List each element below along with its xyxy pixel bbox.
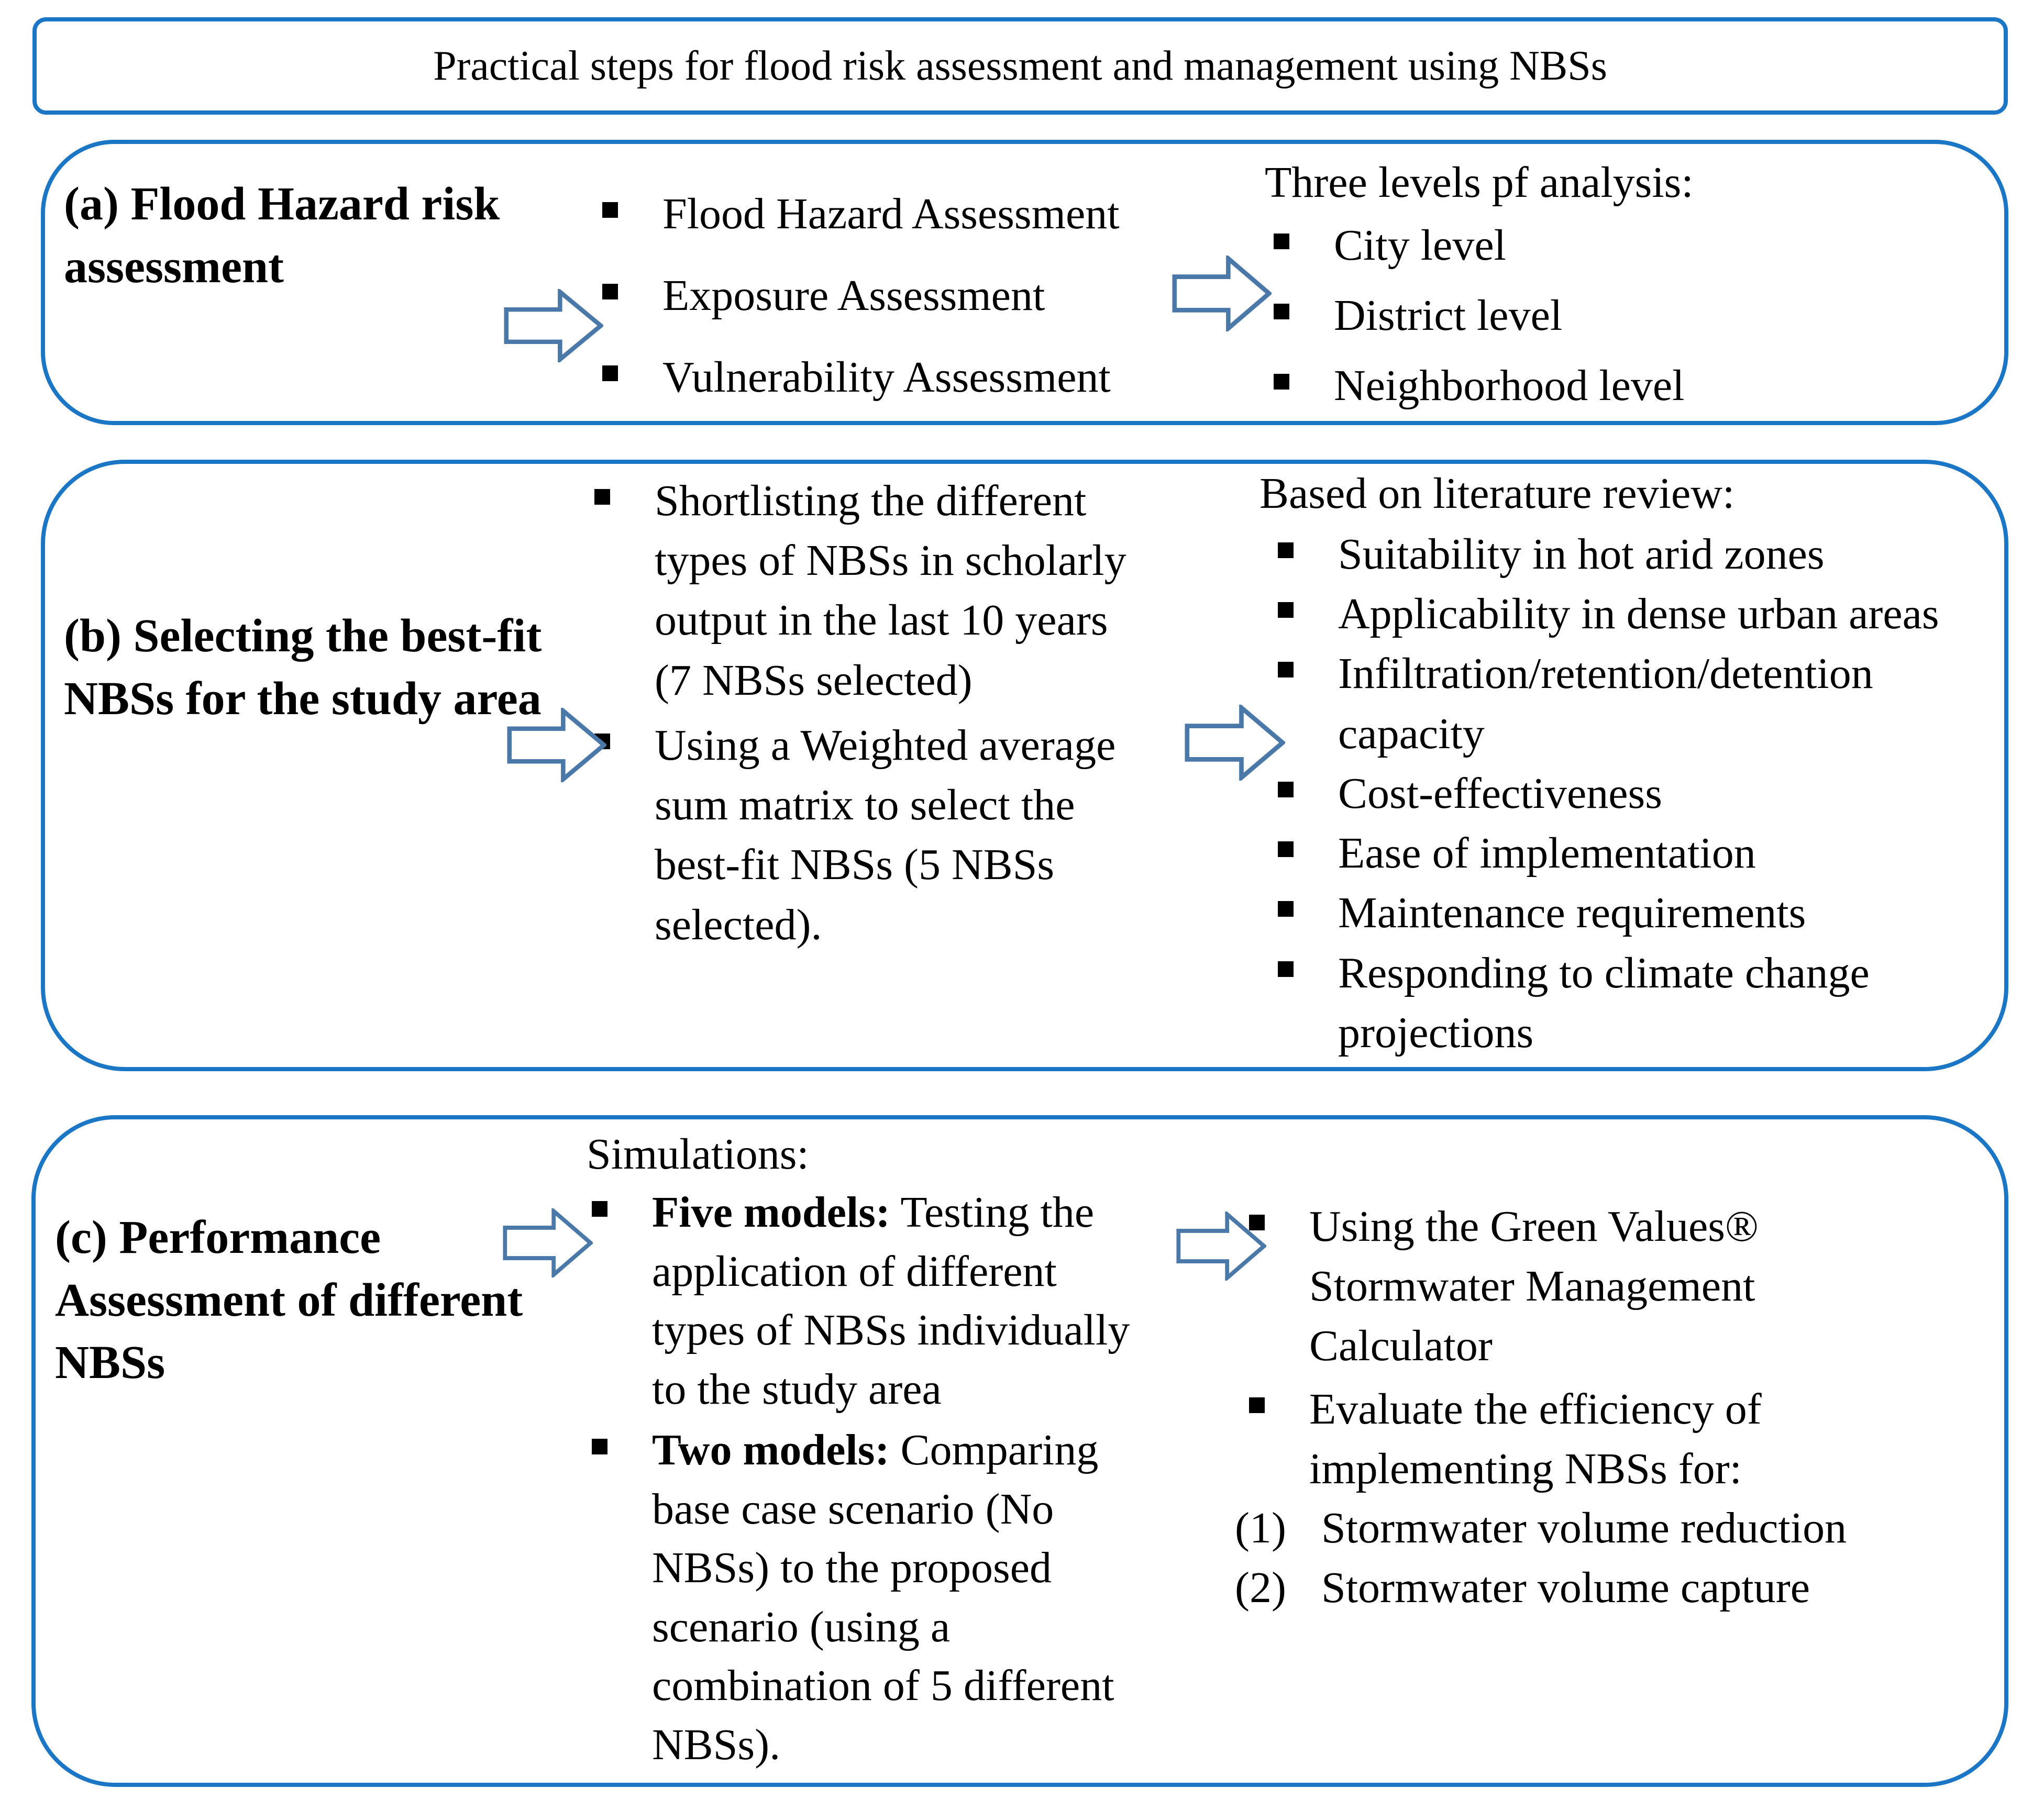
box-b-right-list: Suitability in hot arid zones Applicabil…	[1278, 525, 1939, 1063]
box-c-performance-assessment	[31, 1115, 2008, 1787]
list-item: Evaluate the efficiency of implementing …	[1249, 1380, 1762, 1499]
bullet-bold-lead: Two models:	[652, 1426, 890, 1475]
box-c-numbered-list: (1) Stormwater volume reduction (2) Stor…	[1235, 1498, 1847, 1618]
list-item: Infiltration/retention/detention capacit…	[1278, 644, 1939, 763]
bullet-square-icon	[1278, 961, 1294, 977]
box-c-right-list: Using the Green Values® Stormwater Manag…	[1249, 1197, 1762, 1499]
list-item: Cost-effectiveness	[1278, 764, 1939, 824]
item-number: (2)	[1235, 1563, 1286, 1613]
bullet-square-icon	[1278, 781, 1294, 797]
diagram-title: Practical steps for flood risk assessmen…	[433, 42, 1607, 89]
box-a-right-list: City level District level Neighborhood l…	[1274, 216, 1685, 416]
box-b-right-header: Based on literature review:	[1259, 469, 1735, 518]
box-a-bullet-list: Flood Hazard Assessment Exposure Assessm…	[602, 184, 1120, 408]
list-item: Two models: Comparing base case scenario…	[592, 1421, 1130, 1774]
list-item: Responding to climate change projections	[1278, 943, 1939, 1063]
bullet-square-icon	[1274, 374, 1289, 390]
item-number: (1)	[1235, 1504, 1286, 1552]
box-b-selecting-nbs	[41, 460, 2008, 1071]
flow-arrow-icon	[507, 708, 606, 782]
bullet-square-icon	[1274, 304, 1289, 320]
bullet-square-icon	[602, 284, 618, 300]
bullet-square-icon	[1278, 901, 1294, 917]
bullet-square-icon	[592, 1201, 607, 1217]
list-item: City level	[1274, 216, 1685, 275]
list-item: Exposure Assessment	[602, 266, 1120, 326]
list-item: Flood Hazard Assessment	[602, 184, 1120, 244]
numbered-item: (2) Stormwater volume capture	[1235, 1558, 1847, 1618]
bullet-square-icon	[594, 489, 610, 505]
bullet-square-icon	[1278, 542, 1294, 558]
bullet-square-icon	[1278, 841, 1294, 858]
bullet-square-icon	[1249, 1215, 1265, 1230]
list-item: Applicability in dense urban areas	[1278, 584, 1939, 644]
flow-arrow-icon	[1176, 1212, 1266, 1281]
list-item: Suitability in hot arid zones	[1278, 525, 1939, 584]
list-item: Neighborhood level	[1274, 356, 1685, 416]
box-c-mid-header: Simulations:	[587, 1130, 809, 1179]
bullet-square-icon	[1274, 234, 1289, 249]
box-a-right-header: Three levels pf analysis:	[1265, 158, 1694, 207]
list-item: Vulnerability Assessment	[602, 348, 1120, 407]
flow-arrow-icon	[504, 289, 603, 362]
list-item: Shortlisting the different types of NBSs…	[594, 471, 1126, 710]
flow-arrow-icon	[1185, 705, 1285, 781]
bullet-bold-lead: Five models:	[652, 1188, 890, 1237]
flow-arrow-icon	[503, 1208, 593, 1277]
list-item: Five models: Testing the application of …	[592, 1183, 1130, 1419]
title-box: Practical steps for flood risk assessmen…	[32, 17, 2008, 115]
bullet-square-icon	[1249, 1397, 1265, 1413]
bullet-square-icon	[602, 365, 618, 382]
flow-arrow-icon	[1172, 255, 1272, 331]
box-b-heading: (b) Selecting the best-fit NBSs for the …	[64, 610, 542, 725]
bullet-square-icon	[592, 1439, 607, 1455]
bullet-rest: Comparing base case scenario (No NBSs) t…	[652, 1426, 1114, 1769]
bullet-square-icon	[1278, 602, 1294, 618]
bullet-square-icon	[602, 202, 618, 218]
list-item: Ease of implementation	[1278, 824, 1939, 883]
list-item: District level	[1274, 286, 1685, 346]
box-b-bullet-list: Shortlisting the different types of NBSs…	[594, 471, 1126, 955]
box-c-bullet-list: Five models: Testing the application of …	[592, 1183, 1130, 1774]
numbered-item: (1) Stormwater volume reduction	[1235, 1498, 1847, 1558]
bullet-square-icon	[1278, 662, 1294, 678]
list-item: Using the Green Values® Stormwater Manag…	[1249, 1197, 1762, 1376]
box-a-flood-hazard	[41, 140, 2008, 425]
list-item: Maintenance requirements	[1278, 883, 1939, 943]
list-item: Using a Weighted average sum matrix to s…	[594, 716, 1126, 955]
bullet-rest: Testing the application of different typ…	[652, 1188, 1130, 1414]
box-c-heading: (c) Performance Assessment of different …	[55, 1212, 523, 1389]
box-a-heading: (a) Flood Hazard risk assessment	[64, 178, 500, 293]
